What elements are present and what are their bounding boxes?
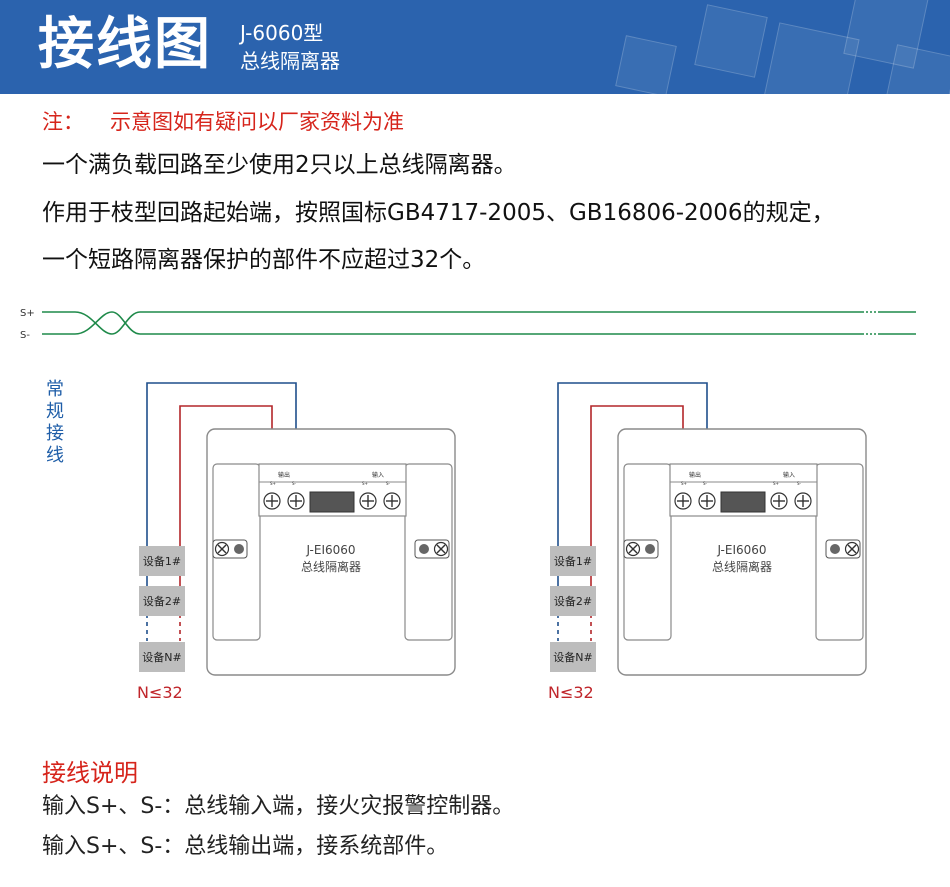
mount-hole-left	[234, 544, 244, 554]
device-box	[550, 546, 596, 576]
side-label-char: 规	[46, 401, 64, 422]
terminal-label: 输入	[783, 471, 795, 479]
mount-hole-left	[645, 544, 655, 554]
decor-cube	[762, 22, 860, 94]
note-label: 注：	[42, 110, 84, 134]
device-label: 设备1#	[554, 554, 592, 568]
terminal-pin-label: S+	[773, 481, 779, 486]
device-count-label: N≤32	[548, 683, 594, 702]
device-count-label: N≤32	[137, 683, 183, 702]
mount-hole-right	[419, 544, 429, 554]
mount-screw-left-slot-b	[217, 544, 227, 554]
wiring-desc-title: 接线说明	[42, 759, 138, 787]
mount-screw-right-slot-b	[847, 544, 857, 554]
bus-minus-line	[42, 311, 862, 335]
terminal-pin-label: S+	[362, 481, 368, 486]
terminal-pin-label: S-	[797, 481, 802, 486]
product-model: J-6060型	[240, 21, 324, 45]
product-name: 总线隔离器	[240, 49, 340, 73]
device-box	[139, 586, 185, 616]
mount-hole-right	[830, 544, 840, 554]
module-name: 总线隔离器	[301, 559, 361, 574]
wire-s-plus	[146, 382, 297, 553]
device-box	[139, 642, 185, 672]
device-label: 设备2#	[143, 594, 181, 608]
device-box	[550, 642, 596, 672]
device-box	[550, 586, 596, 616]
device-label: 设备1#	[143, 554, 181, 568]
device-label: 设备2#	[554, 594, 592, 608]
module-model: J-EI6060	[305, 543, 355, 557]
decor-cube	[694, 4, 768, 78]
header-banner: 接线图 J-6060型 总线隔离器	[0, 0, 950, 94]
terminal-label: 输出	[689, 471, 701, 479]
isolator-module-1: 输出 输入 S+ S- S+ S- J-EI6060 总线隔离器 设备1# 设备2# 设备N# N≤3…	[137, 382, 456, 702]
note-text: 示意图如有疑问以厂家资料为准	[110, 110, 404, 134]
mount-screw-right-slot-b	[436, 544, 446, 554]
bus-minus-label: S-	[20, 330, 30, 341]
wiring-desc-line-2: 输入S+、S-：总线输出端，接系统部件。	[42, 834, 449, 859]
terminal-label: 输出	[278, 471, 290, 479]
note: 注： 示意图如有疑问以厂家资料为准	[42, 108, 404, 136]
terminal-pin-label: S-	[386, 481, 391, 486]
page-title: 接线图	[38, 12, 212, 77]
description-line-2: 作用于枝型回路起始端，按照国标GB4717-2005、GB16806-2006的…	[42, 200, 835, 226]
module-model: J-EI6060	[716, 543, 766, 557]
terminal-pin-label: S-	[292, 481, 297, 486]
device-label: 设备N#	[142, 650, 181, 664]
description-line-3: 一个短路隔离器保护的部件不应超过32个。	[42, 247, 486, 273]
bus-plus-label: S+	[20, 308, 35, 319]
led-display	[720, 491, 766, 513]
decor-cube	[615, 35, 677, 94]
bus-lines	[42, 311, 916, 335]
bus-plus-line	[42, 311, 862, 335]
terminal-pin-label: S+	[270, 481, 276, 486]
side-label-char: 常	[46, 379, 64, 400]
terminal-label: 输入	[372, 471, 384, 479]
device-box	[139, 546, 185, 576]
wiring-desc-line-1: 输入S+、S-：总线输入端，接火灾报警控制器。	[42, 794, 515, 819]
wire-s-plus	[557, 382, 708, 553]
terminal-pin-label: S-	[703, 481, 708, 486]
led-display	[309, 491, 355, 513]
side-label: 常 规 接 线	[46, 379, 70, 466]
wiring-diagram: S+ S- 常 规 接 线 输出输入S+S-S+S-J-EI6060总线隔离器设…	[20, 308, 916, 702]
side-label-char: 接	[46, 423, 64, 444]
module-name: 总线隔离器	[712, 559, 772, 574]
device-label: 设备N#	[553, 650, 592, 664]
isolator-module-2: 输出 输入 S+ S- S+ S- J-EI6060 总线隔离器 设备1# 设备2# 设备N# N≤3…	[548, 382, 867, 702]
description-line-1: 一个满负载回路至少使用2只以上总线隔离器。	[42, 152, 517, 178]
mount-screw-left-slot-b	[628, 544, 638, 554]
terminal-pin-label: S+	[681, 481, 687, 486]
side-label-char: 线	[46, 445, 64, 466]
